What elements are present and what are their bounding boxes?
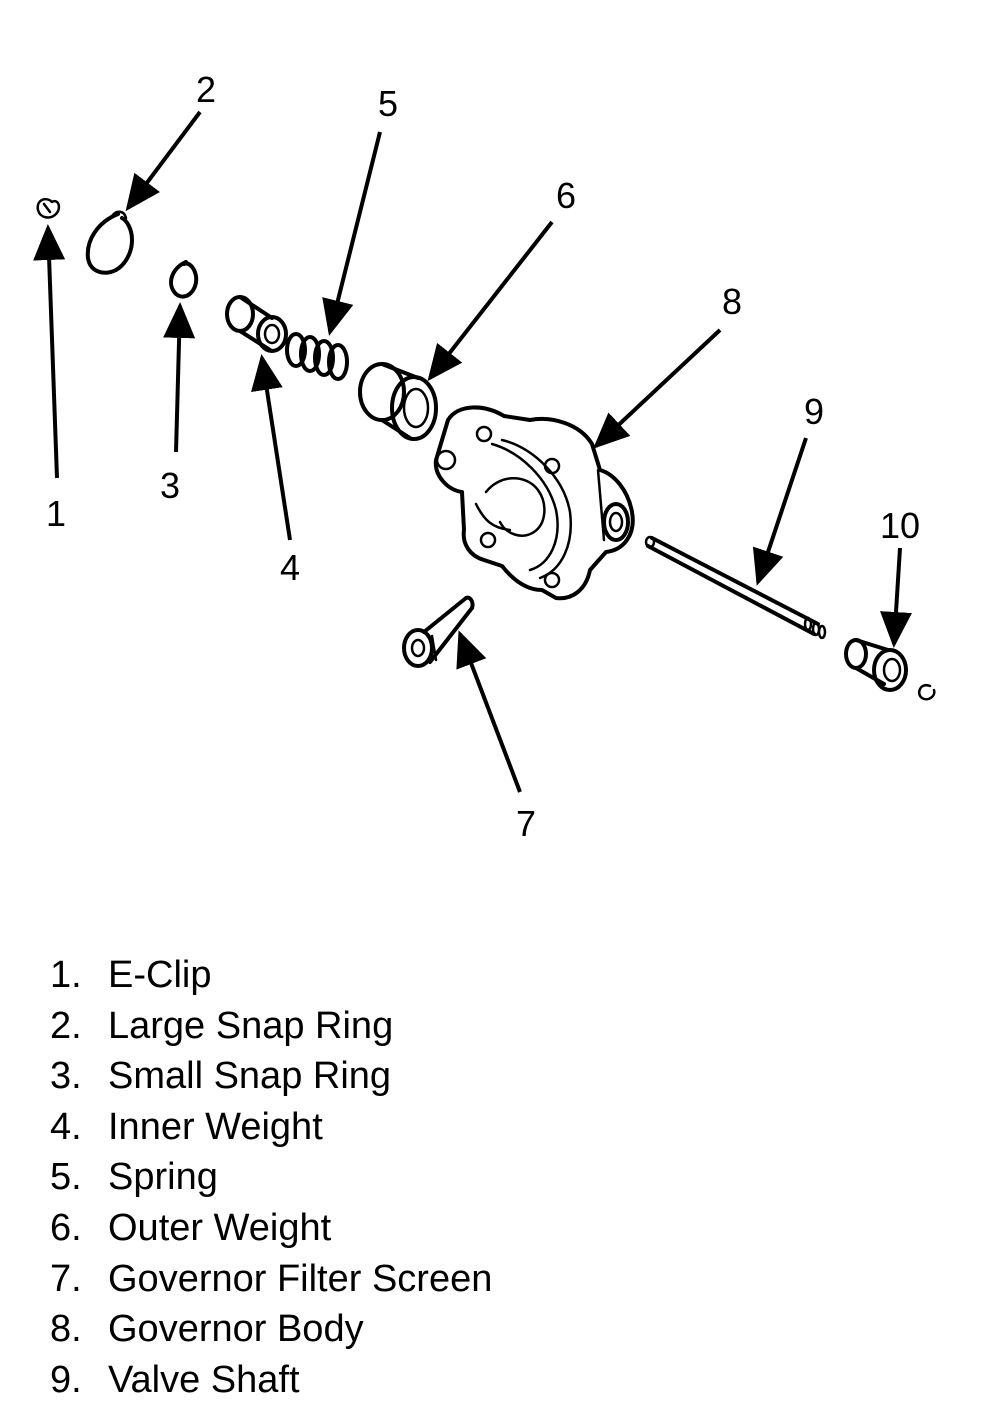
small-snap-ring-part — [169, 260, 199, 299]
legend-item: 6.Outer Weight — [50, 1206, 332, 1249]
callout-5: 5 — [378, 83, 398, 124]
legend-item: 5.Spring — [50, 1156, 218, 1199]
leader-line-9 — [752, 437, 808, 586]
legend-item: 1.E-Clip — [50, 954, 212, 996]
legend-item: 2.Large Snap Ring — [50, 1004, 394, 1047]
leader-line-1 — [33, 224, 66, 479]
leader-line-6 — [427, 220, 554, 382]
legend-item: 9.Valve Shaft — [50, 1358, 300, 1401]
leader-line-5 — [322, 131, 382, 336]
valve-part — [844, 638, 908, 692]
leader-line-2 — [125, 110, 202, 212]
callout-1: 1 — [46, 493, 66, 534]
e-clip-part — [36, 198, 61, 219]
valve-e-clip-part — [918, 683, 936, 701]
legend-item: 8.Governor Body — [50, 1308, 364, 1351]
callout-8: 8 — [722, 281, 742, 322]
callout-2: 2 — [196, 69, 216, 110]
leader-line-10 — [880, 547, 912, 648]
legend-item: 7.Governor Filter Screen — [50, 1257, 493, 1300]
parts-legend: 1.E-Clip 2.Large Snap Ring 3.Small Snap … — [50, 950, 950, 1405]
leader-line-3 — [163, 302, 196, 453]
callout-9: 9 — [804, 391, 824, 432]
callout-3: 3 — [160, 465, 180, 506]
callout-7: 7 — [516, 803, 536, 844]
governor-body-part — [433, 405, 635, 601]
leader-line-4 — [251, 354, 292, 541]
exploded-view-diagram: 1 2 3 4 5 6 — [33, 69, 936, 844]
callout-6: 6 — [556, 175, 576, 216]
outer-weight-part — [358, 362, 438, 441]
governor-filter-screen-part — [402, 595, 475, 668]
spring-part — [285, 332, 349, 381]
large-snap-ring-part — [85, 210, 134, 275]
callout-10: 10 — [880, 505, 920, 546]
legend-item: 4.Inner Weight — [50, 1105, 323, 1148]
legend-item: 3.Small Snap Ring — [50, 1055, 392, 1098]
callout-4: 4 — [280, 547, 300, 588]
leader-line-8 — [593, 328, 722, 449]
leader-line-7 — [456, 630, 522, 793]
inner-weight-part — [225, 295, 288, 353]
valve-shaft-part — [644, 535, 827, 640]
